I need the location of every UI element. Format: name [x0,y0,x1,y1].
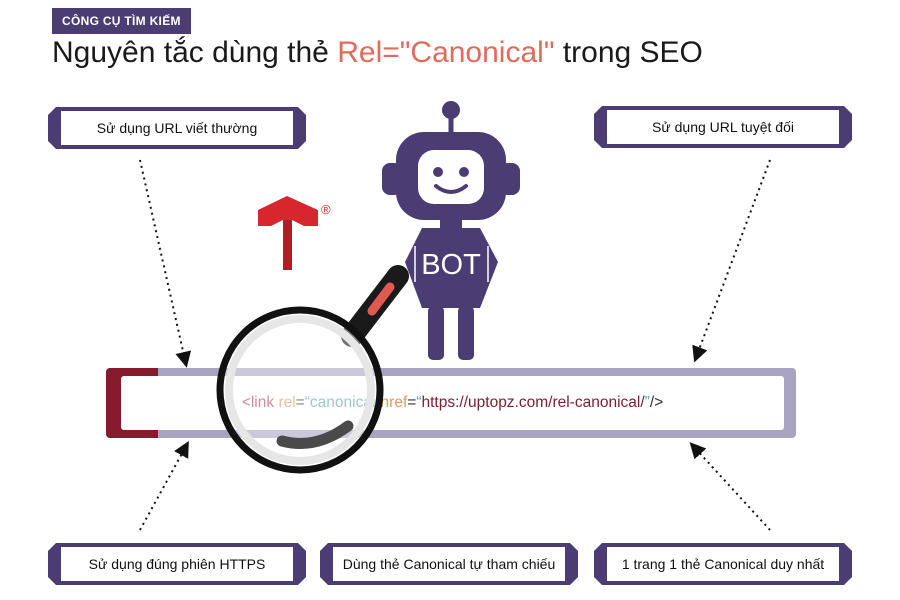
magnifier-icon [216,306,384,474]
robot-antenna-icon [442,101,460,119]
title-suffix: trong SEO [554,36,703,69]
title-prefix: Nguyên tắc dùng thẻ [52,36,338,69]
code-quote: “ [416,394,422,411]
tip-label: Dùng thẻ Canonical tự tham chiếu [333,547,565,581]
robot-label: BOT [421,249,481,281]
magnifier-grip [367,282,395,316]
code-tag: <link [241,394,275,411]
page-title: Nguyên tắc dùng thẻ Rel="Canonical" tron… [52,36,703,70]
code-href-attr: href [380,394,408,411]
tip-label: Sử dụng đúng phiên HTTPS [61,547,293,581]
tip-self-referencing: Dùng thẻ Canonical tự tham chiếu [320,543,578,585]
robot-body [405,228,498,308]
tip-single-canonical: 1 trang 1 thẻ Canonical duy nhất [594,543,852,585]
code-eq: = [295,394,305,411]
code-rel-attr: rel [278,394,296,411]
arrow-bottom-right [689,442,771,531]
tip-lowercase-url: Sử dụng URL viết thường [48,107,306,149]
tip-label: Sử dụng URL tuyệt đối [607,110,839,144]
tip-label: 1 trang 1 thẻ Canonical duy nhất [607,547,839,581]
code-close: /> [649,394,664,411]
tip-label: Sử dụng URL viết thường [61,111,293,145]
code-eq: = [407,394,417,411]
category-tag: CÔNG CỤ TÌM KIẾM [52,8,191,34]
tip-https: Sử dụng đúng phiên HTTPS [48,543,306,585]
code-quote: ” [644,394,650,411]
code-rel-value: “canonical” [304,394,381,411]
code-url: https://uptopz.com/rel-canonical/ [421,394,645,411]
title-highlight: Rel="Canonical" [337,36,555,69]
tip-absolute-url: Sử dụng URL tuyệt đối [594,106,852,148]
arrow-top-left [139,159,192,368]
